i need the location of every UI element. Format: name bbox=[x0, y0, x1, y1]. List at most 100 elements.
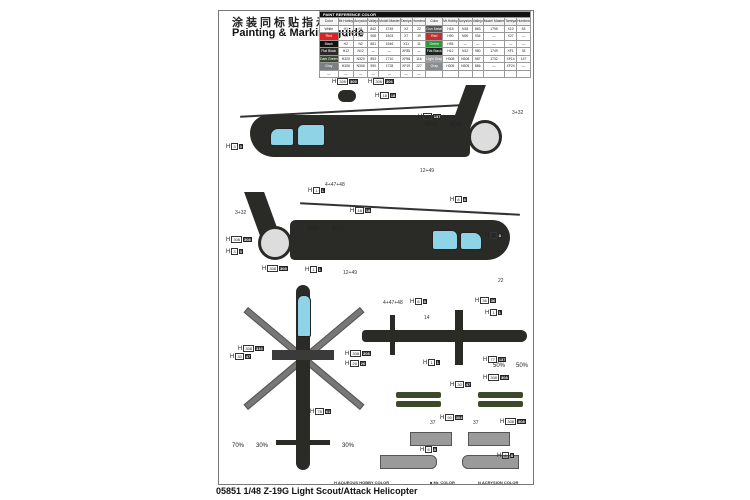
fenestron bbox=[258, 226, 292, 260]
paint-code-cell: — bbox=[367, 47, 380, 56]
paint-code-cell: 33 bbox=[516, 47, 531, 56]
paint-code-cell: H12 bbox=[337, 47, 355, 56]
paint-table-header: Color Mr.Hobby Acrysion Vallejo Model Ma… bbox=[319, 17, 531, 26]
color-swatch-cell: White bbox=[319, 24, 339, 33]
color-swatch-cell: Flat Black bbox=[319, 47, 339, 56]
paint-code-cell: 11 bbox=[411, 39, 427, 48]
paint-code-cell: — bbox=[378, 69, 401, 78]
paint-code-cell: H94 bbox=[442, 39, 459, 48]
gun-pod-right bbox=[468, 432, 510, 446]
missile-rack-left bbox=[396, 392, 441, 398]
paint-code-cell: — bbox=[482, 62, 506, 71]
canopy-top bbox=[297, 295, 311, 337]
paint-code-cell bbox=[504, 69, 518, 78]
paint-code-cell: — bbox=[516, 39, 531, 48]
mix-percent: 50% bbox=[493, 363, 506, 369]
col-header: Vallejo bbox=[471, 17, 484, 26]
fuselage-bottom bbox=[362, 330, 527, 342]
stub-wings bbox=[272, 350, 334, 360]
paint-code-cell: H1 bbox=[337, 24, 355, 33]
legend-acrysion: N ACRYSION COLOR bbox=[478, 480, 519, 485]
missile-rack-left bbox=[396, 401, 441, 407]
col-header: Color bbox=[319, 17, 339, 26]
paint-code-cell: N306 bbox=[353, 62, 369, 71]
missile-rack-right bbox=[478, 401, 523, 407]
mix-percent: 30% bbox=[256, 443, 269, 449]
paint-code-cell: 1728 bbox=[378, 62, 401, 71]
mix-percent: 70% bbox=[232, 443, 245, 449]
col-header: Acrysion bbox=[353, 17, 369, 26]
paint-code-cell: — bbox=[471, 39, 484, 48]
paint-table-title: PAINT REFERENCE COLOR bbox=[319, 11, 531, 18]
paint-code-cell bbox=[457, 69, 473, 78]
paint-code-cell: XF14 bbox=[504, 54, 518, 63]
callout-number: 14 bbox=[424, 315, 430, 321]
stub-wings bbox=[455, 310, 463, 365]
paint-code-cell: XF1 bbox=[504, 47, 518, 56]
col-header: Humbrol bbox=[411, 17, 427, 26]
paint-code-cell: 1745 bbox=[378, 24, 401, 33]
paint-code-cell: 842 bbox=[367, 24, 380, 33]
mix-percent: 50% bbox=[307, 226, 320, 232]
paint-code-cell: H12 bbox=[442, 47, 459, 56]
paint-code-cell: 1749 bbox=[482, 47, 506, 56]
color-swatch-cell: Dark Green bbox=[319, 54, 339, 63]
paint-table-row: ——————— bbox=[319, 69, 531, 78]
col-header: Acrysion bbox=[457, 17, 473, 26]
paint-code-cell: XF24 bbox=[504, 62, 518, 71]
paint-code-cell: N18 bbox=[457, 24, 473, 33]
paint-code-cell: — bbox=[411, 47, 427, 56]
paint-code-cell: X11 bbox=[399, 39, 413, 48]
mix-percent: 50% bbox=[516, 363, 529, 369]
callout-number: 12+49 bbox=[343, 270, 358, 276]
paint-code-cell: XF85 bbox=[399, 47, 413, 56]
paint-code-cell: N320 bbox=[353, 54, 369, 63]
product-title: 05851 1/48 Z-19G Light Scout/Attack Heli… bbox=[216, 486, 418, 496]
col-header: Mr.Hobby bbox=[337, 17, 355, 26]
canopy-front bbox=[460, 232, 482, 250]
paint-code-cell: N305 bbox=[457, 62, 473, 71]
canopy-rear bbox=[297, 124, 325, 146]
paint-code-cell bbox=[442, 69, 459, 78]
tailplane bbox=[276, 440, 330, 445]
paint-code-cell bbox=[482, 69, 506, 78]
col-header: Color bbox=[425, 17, 444, 26]
paint-code-cell: — bbox=[399, 69, 413, 78]
color-swatch-cell: Red bbox=[425, 32, 444, 41]
col-header: Tamiya bbox=[504, 17, 518, 26]
mix-percent: 50% bbox=[450, 122, 463, 128]
callout-number: 37 bbox=[430, 420, 436, 426]
color-swatch-cell: — bbox=[319, 69, 339, 78]
paint-code-cell: — bbox=[504, 39, 518, 48]
legend-aqueous: H AQUEOUS HOBBY COLOR bbox=[334, 480, 390, 485]
paint-code-cell: XF19 bbox=[399, 62, 413, 71]
paint-code-cell: 866 bbox=[471, 62, 484, 71]
fenestron bbox=[468, 120, 502, 154]
paint-code-cell: 19 bbox=[411, 32, 427, 41]
color-swatch-cell: Gray bbox=[425, 62, 444, 71]
callout-number: 12+49 bbox=[420, 168, 435, 174]
callout-number: 4+47+48 bbox=[383, 300, 403, 306]
color-swatch-cell: Flat Black bbox=[425, 47, 444, 56]
paint-code-cell: 908 bbox=[367, 32, 380, 41]
paint-code-cell: H3 bbox=[337, 32, 355, 41]
paint-code-cell: 990 bbox=[367, 62, 380, 71]
gun-pod-left bbox=[410, 432, 452, 446]
callout-number: 3+32 bbox=[235, 210, 247, 216]
col-header: Model Master bbox=[482, 17, 506, 26]
